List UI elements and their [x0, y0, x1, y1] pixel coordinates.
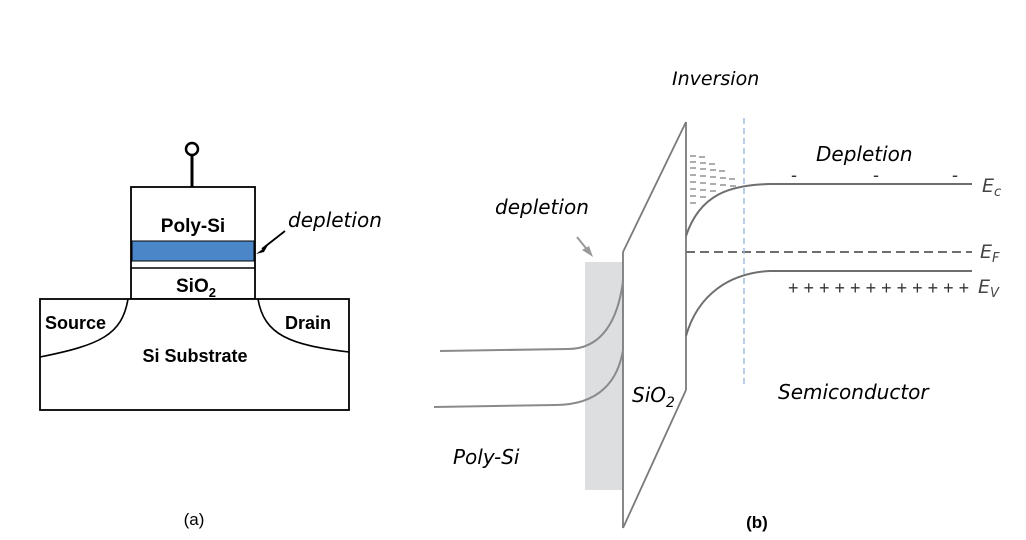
- poly-depletion-layer: [131, 240, 255, 262]
- ec-label: Ec: [982, 175, 1001, 200]
- ionized-acceptor-2: -: [873, 165, 879, 185]
- ionized-acceptor-1: -: [791, 165, 797, 185]
- depletion-arrow-icon-b: [582, 246, 593, 257]
- panel-a: Poly-Si depletion SiO2 Source Drain Si S…: [39, 141, 382, 529]
- gate-label: Poly-Si: [161, 216, 225, 237]
- oxide-left-top: [622, 121, 687, 253]
- valence-band-ev: [685, 270, 972, 337]
- poly-depletion-region: [585, 262, 623, 490]
- oxide-label-a: SiO2: [176, 276, 216, 300]
- conduction-band-ec: [685, 183, 972, 237]
- source-label: Source: [45, 313, 106, 333]
- caption-b: (b): [746, 513, 768, 532]
- gate-terminal-icon: [184, 141, 200, 157]
- drain-label: Drain: [285, 313, 331, 333]
- inversion-electrons: [690, 155, 736, 204]
- source-well-boundary: [39, 298, 129, 358]
- semiconductor-label: Semiconductor: [778, 380, 930, 404]
- ev-label: EV: [978, 276, 1000, 301]
- depletion-arrow-icon: [256, 245, 268, 254]
- depletion-label-b-right: Depletion: [816, 142, 913, 166]
- depletion-pointer-line: [261, 230, 286, 250]
- depletion-label-b-left: depletion: [495, 195, 589, 219]
- caption-a: (a): [184, 510, 205, 529]
- inversion-label: Inversion: [672, 68, 759, 90]
- substrate-label: Si Substrate: [142, 346, 247, 366]
- substrate-block: [39, 298, 350, 411]
- ef-label: EF: [980, 241, 1000, 266]
- panel-b: Inversion Depletion depletion - - - Ec E…: [433, 68, 1001, 532]
- poly-label-b: Poly-Si: [453, 445, 520, 469]
- ionized-acceptor-3: -: [952, 165, 958, 185]
- drain-well-boundary: [257, 298, 350, 353]
- poly-conduction-band: [439, 280, 624, 352]
- poly-valence-band: [433, 349, 624, 408]
- depletion-label-a: depletion: [288, 208, 382, 232]
- oxide-label-b: SiO2: [632, 383, 675, 411]
- holes-plus-signs: + + + + + + + + + + + +: [788, 278, 969, 298]
- oxide-bottom: [622, 389, 687, 529]
